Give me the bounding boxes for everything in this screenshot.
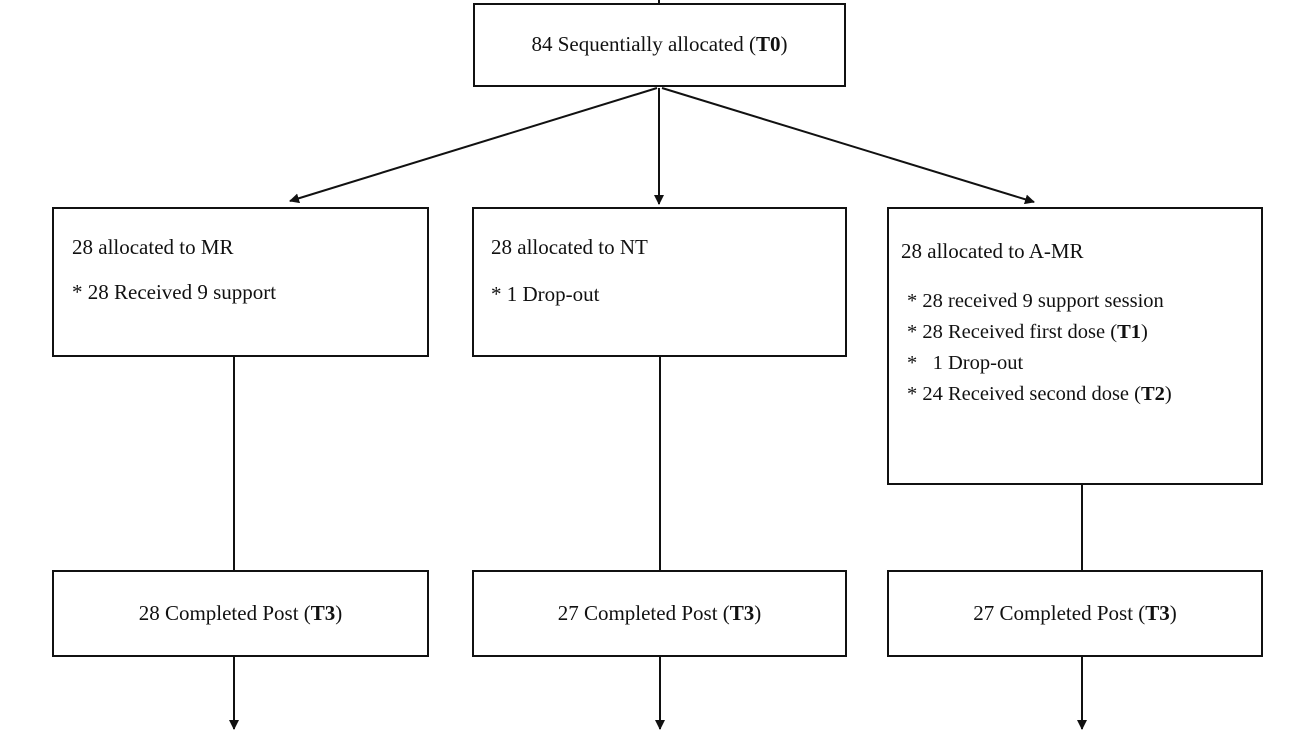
post-label-nt: 27 Completed Post (T3) [558,601,762,626]
post-text: 27 Completed Post ( [557,600,730,625]
arm-item-code: T2 [1140,383,1165,406]
arm-title-amr: 28 allocated to A-MR [901,239,1084,263]
post-box-amr: 27 Completed Post (T3) [887,570,1263,657]
arm-box-nt: 28 allocated to NT * 1 Drop-out [472,207,847,357]
post-box-mr: 28 Completed Post (T3) [52,570,429,657]
arm-item: * 1 Drop-out [491,282,845,307]
post-label-mr: 28 Completed Post (T3) [139,601,343,626]
arrow-to-mr [289,87,658,204]
arm-item-suffix: ) [1141,321,1148,344]
allocation-count: 84 Sequentially allocated ( [531,32,756,57]
arm-item: * 28 Received first dose (T1) [907,317,1261,348]
post-suffix: ) [335,600,343,625]
arm-item-text: * 1 Drop-out [491,282,600,307]
post-timepoint: T3 [310,600,336,625]
arm-box-mr: 28 allocated to MR * 28 Received 9 suppo… [52,207,429,357]
arm-item-text: * 28 Received 9 support [72,280,277,305]
post-timepoint: T3 [729,600,755,625]
arm-item: * 28 Received 9 support [72,280,427,305]
arm-item-suffix: ) [1164,383,1172,406]
post-timepoint: T3 [1145,600,1170,625]
arm-item-text: * 28 received 9 support session [907,290,1164,313]
arm-title-nt: 28 allocated to NT [491,235,648,259]
allocation-suffix: ) [780,32,788,57]
arm-item-text: * 28 Received first dose ( [907,321,1118,344]
arm-items-mr: * 28 Received 9 support [72,280,427,305]
arrow-to-amr [661,87,1035,205]
post-suffix: ) [1169,600,1177,625]
arm-box-amr: 28 allocated to A-MR * 28 received 9 sup… [887,207,1263,485]
arm-title-mr: 28 allocated to MR [72,235,234,259]
arm-item-text: * 1 Drop-out [907,352,1024,375]
post-box-nt: 27 Completed Post (T3) [472,570,847,657]
post-text: 28 Completed Post ( [138,600,311,625]
allocation-label: 84 Sequentially allocated (T0) [531,32,787,57]
allocation-timepoint: T0 [756,32,781,57]
post-suffix: ) [754,600,762,625]
post-text: 27 Completed Post ( [973,600,1146,625]
arm-item-code: T1 [1117,321,1142,344]
arm-items-nt: * 1 Drop-out [491,282,845,307]
post-label-amr: 27 Completed Post (T3) [973,601,1177,626]
arm-item: * 28 received 9 support session [907,286,1261,317]
arm-item: * 1 Drop-out [907,348,1261,379]
arm-item-text: * 24 Received second dose ( [907,383,1141,406]
allocation-box: 84 Sequentially allocated (T0) [473,3,846,87]
arm-item: * 24 Received second dose (T2) [907,379,1261,410]
arm-items-amr: * 28 received 9 support session * 28 Rec… [901,286,1261,410]
